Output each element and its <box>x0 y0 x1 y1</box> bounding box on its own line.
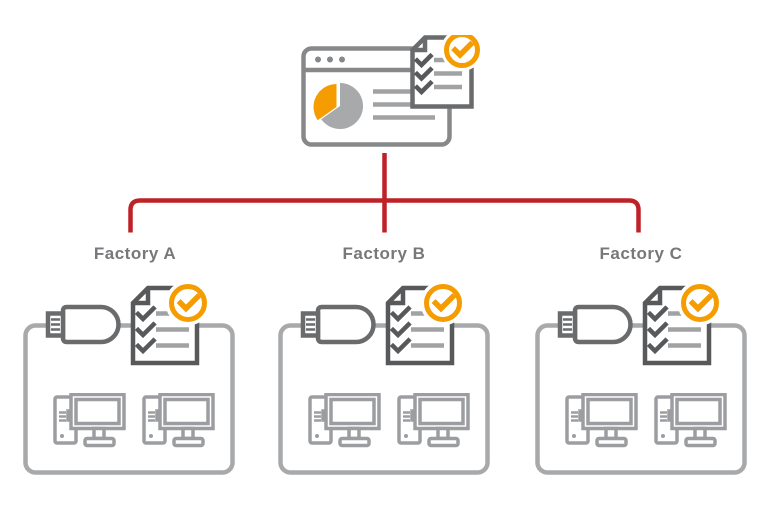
factory-b-group <box>278 283 490 475</box>
factory-a-group <box>23 283 235 475</box>
factory-c-group <box>535 283 747 475</box>
factory-a-label: Factory A <box>93 244 177 263</box>
factory-b-label: Factory B <box>342 244 426 263</box>
factory-c-label: Factory C <box>599 244 683 263</box>
